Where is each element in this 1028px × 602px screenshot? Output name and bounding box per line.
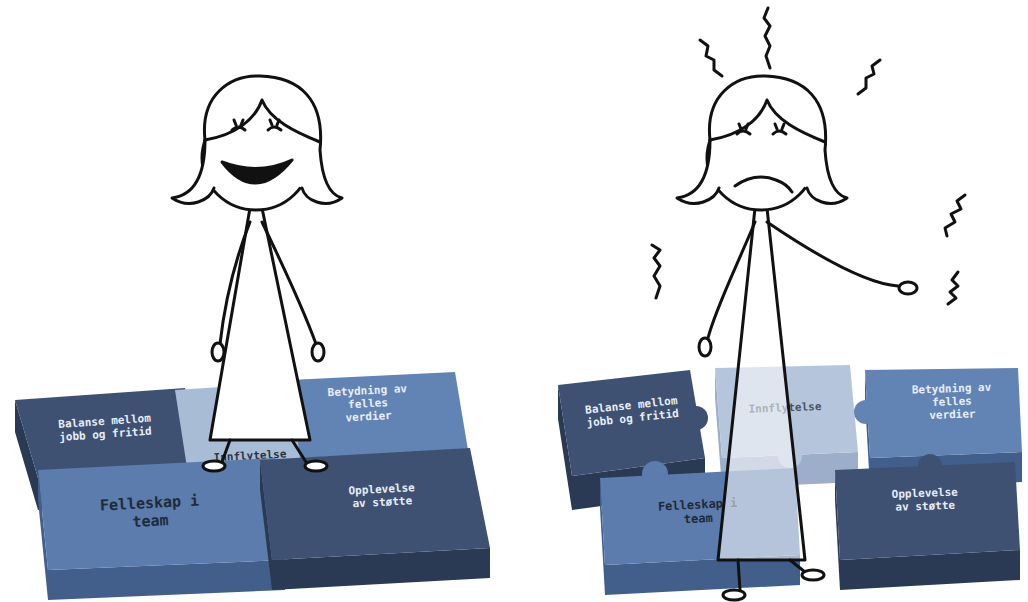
piece-top [290, 372, 468, 458]
puzzle-piece: Opplevelse av støtte [260, 448, 490, 590]
piece-label: Opplevelse av støtte [885, 485, 966, 514]
piece-label: Opplevelse av støtte [341, 481, 422, 512]
hand [312, 343, 324, 361]
foot [203, 461, 225, 471]
puzzle-piece: Felleskap i team [38, 458, 291, 600]
arm [708, 222, 755, 338]
hand [699, 338, 711, 356]
stress-line [945, 195, 965, 236]
arm [220, 222, 250, 344]
face [202, 106, 310, 210]
stressed-figure [652, 8, 965, 600]
piece-label: Betydning av felles verdier [327, 382, 409, 426]
face [707, 106, 815, 210]
smile [222, 160, 292, 183]
stress-line [858, 60, 880, 94]
piece-shape [260, 448, 490, 590]
piece-label: Betydning av felles verdier [911, 381, 992, 423]
hand [212, 343, 224, 361]
stress-line [764, 8, 770, 68]
arm [262, 222, 316, 344]
piece-label: Felleskap i team [99, 491, 201, 532]
piece-top [835, 462, 1020, 560]
foot [305, 461, 327, 471]
dress [718, 208, 805, 560]
hair [172, 140, 214, 203]
piece-top [260, 448, 490, 560]
leg [738, 560, 740, 590]
head [677, 76, 847, 210]
hair [709, 76, 847, 203]
eye [268, 120, 281, 130]
piece-top [715, 365, 858, 458]
eye [232, 120, 245, 130]
piece-shape [600, 461, 800, 595]
stress-line [948, 272, 958, 304]
hand [899, 282, 917, 294]
leg [790, 560, 805, 572]
foot [802, 570, 824, 580]
eye [773, 124, 786, 134]
puzzle-piece: Opplevelse av støtte [835, 454, 1020, 590]
stress-line [700, 40, 722, 76]
bangs [710, 100, 825, 142]
eye [737, 124, 750, 134]
leg [222, 440, 230, 462]
frown [735, 177, 792, 192]
dress [210, 208, 310, 440]
bangs [205, 100, 320, 142]
piece-shape [835, 454, 1020, 590]
happy-figure [172, 76, 342, 471]
piece-top [600, 468, 800, 565]
piece-label: Felleskap i team [652, 495, 743, 528]
foot [723, 590, 745, 600]
puzzle-piece: Felleskap i team [600, 461, 800, 595]
piece-top [558, 370, 705, 476]
piece-top [38, 458, 285, 570]
hair [204, 76, 342, 203]
arm [767, 222, 898, 286]
leg [292, 440, 306, 462]
piece-top [865, 368, 1022, 458]
hair [677, 140, 719, 203]
stress-line [652, 245, 660, 298]
